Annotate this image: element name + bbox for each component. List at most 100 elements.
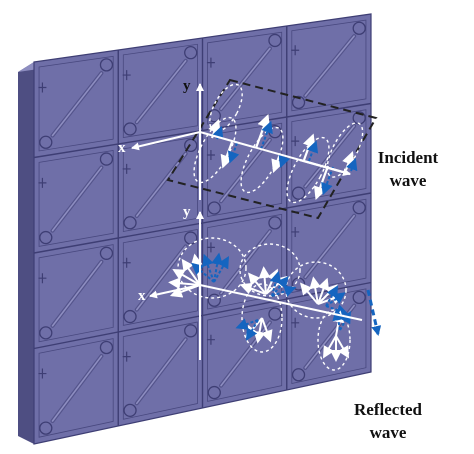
- incident-label-line2: wave: [389, 171, 427, 190]
- unit-cell-border: [291, 198, 367, 294]
- unit-cell-border: [38, 55, 114, 152]
- reflected-field-arrows: [168, 237, 352, 371]
- unit-cell-pad: [352, 290, 366, 305]
- unit-cell-strip-highlight: [135, 60, 187, 124]
- unit-cell-border: [38, 244, 114, 343]
- incident-dashed-frame: [166, 78, 378, 220]
- unit-cell-pad: [268, 33, 282, 48]
- unit-cell-pad: [268, 307, 282, 321]
- metasurface-slab: [18, 13, 372, 445]
- unit-cell-component: [38, 177, 47, 188]
- unit-cell-strip-highlight: [51, 166, 103, 232]
- reflected-field-arrow-blue: [271, 276, 289, 297]
- incident-field-arrow: [220, 141, 234, 169]
- unit-cell-component: [122, 70, 131, 81]
- reflected-field-arrow: [309, 276, 322, 305]
- unit-cell-strip-highlight: [135, 152, 187, 217]
- unit-cell-pad: [99, 340, 114, 355]
- unit-cell-pad: [184, 46, 198, 60]
- unit-cell-component: [291, 45, 300, 56]
- lower-axes: y x: [138, 204, 363, 360]
- upper-x-axis: [131, 131, 201, 151]
- unit-cell-component: [38, 273, 47, 284]
- incident-label-line1: Incident: [377, 148, 439, 167]
- unit-cell-component: [291, 136, 300, 147]
- unit-cell-border: [122, 321, 198, 420]
- unit-cell-border: [122, 228, 198, 326]
- cell-divider-horizontal: [33, 281, 372, 350]
- upper-x-label: x: [118, 140, 126, 156]
- reflected-field-arrow-blue: [339, 310, 352, 331]
- reflected-field-arrow-blue: [235, 318, 259, 330]
- reflected-field-arrow: [335, 335, 350, 359]
- reflected-field-arrow: [322, 335, 337, 359]
- unit-cell-border: [38, 149, 114, 247]
- reflected-wave-label: Reflected wave: [346, 398, 430, 444]
- reflected-label-line1: Reflected: [354, 400, 422, 419]
- lower-x-axis: [149, 284, 201, 299]
- unit-cell-pad: [99, 152, 114, 166]
- reflected-field-arrow-blue: [332, 308, 345, 331]
- unit-cell-pad: [268, 216, 282, 230]
- unit-cell-strip-highlight: [220, 230, 271, 295]
- unit-cell-pad: [39, 326, 53, 340]
- reflected-direction-arrow: [366, 289, 382, 336]
- unit-cell-strip-highlight: [51, 260, 103, 327]
- unit-cell-strip-highlight: [135, 338, 187, 405]
- reflected-field-arrow: [300, 282, 319, 305]
- unit-cell-pad: [291, 95, 306, 110]
- unit-cell-pad: [184, 138, 198, 153]
- unit-cell-border: [207, 31, 283, 125]
- unit-cell-component: [206, 57, 215, 68]
- unit-cell-pad: [39, 135, 53, 149]
- lower-y-label: y: [183, 204, 191, 220]
- reflected-field-arrow: [258, 266, 271, 295]
- unit-cell-pad: [207, 293, 221, 307]
- unit-cell-strip-highlight: [220, 47, 271, 110]
- unit-cell-pad: [123, 403, 137, 417]
- incident-lobe: [286, 136, 330, 204]
- cell-divider-horizontal: [33, 192, 372, 254]
- reflected-field-arrow: [261, 317, 273, 343]
- unit-cell-pad: [99, 58, 114, 72]
- unit-cell-component: [122, 351, 131, 362]
- unit-cell-border: [122, 43, 198, 139]
- unit-cell-component: [291, 226, 300, 237]
- reflected-field-arrow-blue: [325, 285, 339, 307]
- unit-cell-pad: [291, 186, 306, 200]
- upper-y-label: y: [183, 78, 191, 94]
- incident-field-arrow-blue: [278, 154, 290, 169]
- unit-cell-border: [38, 338, 114, 438]
- reflected-field-arrow: [253, 317, 266, 344]
- unit-cell-pad: [39, 230, 53, 245]
- incident-lobe: [326, 122, 364, 178]
- reflected-lobe: [241, 283, 283, 353]
- lower-z-axis: [199, 284, 363, 321]
- unit-cell-pad: [123, 122, 137, 136]
- unit-cell-pad: [207, 201, 221, 215]
- unit-cell-component: [122, 163, 131, 174]
- unit-cell-grid: [33, 19, 372, 438]
- unit-cell-pad: [99, 246, 114, 260]
- reflected-wave: [168, 237, 382, 371]
- reflected-label-line2: wave: [369, 423, 407, 442]
- reflected-field-arrow-blue: [269, 270, 282, 297]
- unit-cell-component: [122, 257, 131, 268]
- incident-field-arrow-blue: [227, 142, 240, 164]
- unit-cell-pad: [123, 216, 137, 230]
- unit-cell-component: [38, 82, 47, 93]
- unit-cell-strip-highlight: [304, 35, 355, 97]
- upper-z-axis: [199, 131, 351, 175]
- unit-cell-component: [291, 317, 300, 328]
- unit-cell-component: [206, 334, 215, 345]
- unit-cell-strip-highlight: [135, 245, 187, 311]
- upper-axes: y x: [118, 78, 351, 200]
- unit-cell-strip-highlight: [51, 72, 103, 137]
- unit-cell-strip-highlight: [304, 214, 355, 279]
- lower-x-label: x: [138, 288, 146, 304]
- unit-cell-pad: [39, 421, 53, 435]
- unit-cell-pad: [352, 21, 366, 35]
- unit-cell-pad: [184, 324, 198, 338]
- incident-field-arrow-blue: [346, 157, 358, 172]
